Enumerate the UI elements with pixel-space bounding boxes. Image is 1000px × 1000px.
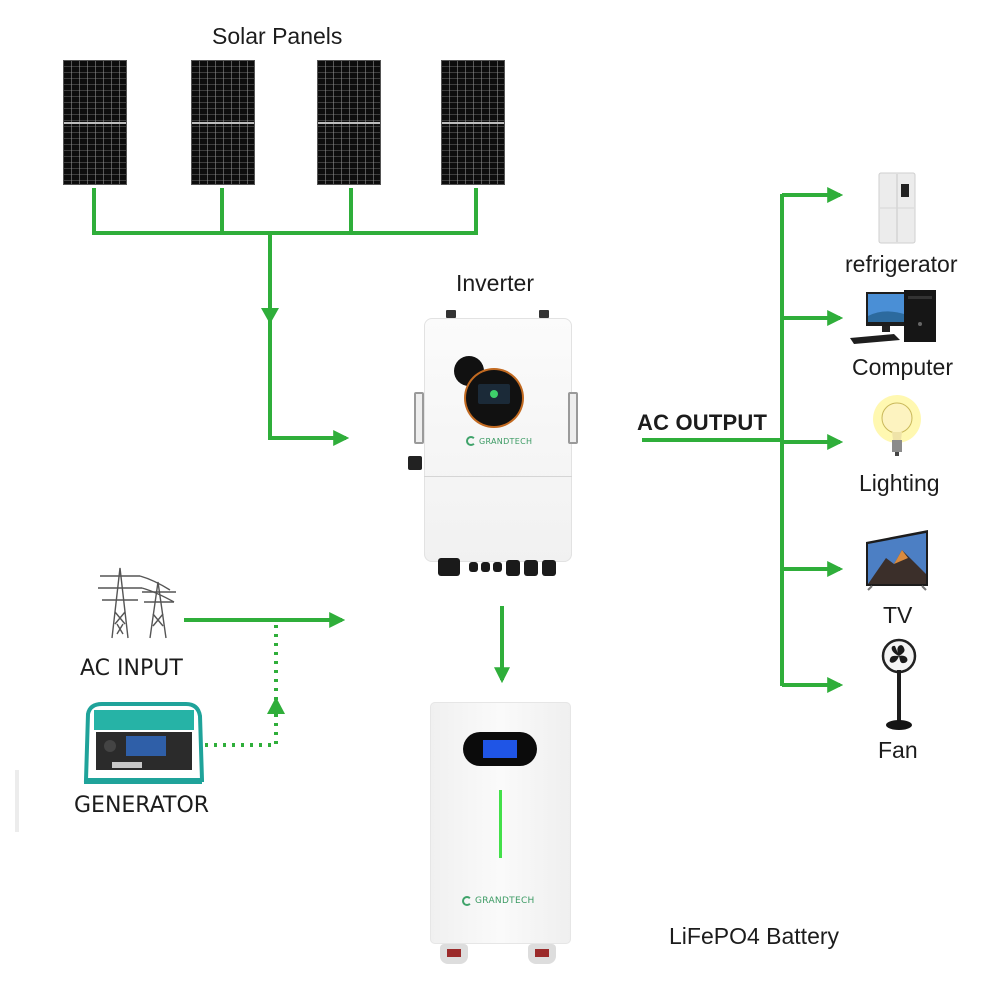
light-bulb-icon (873, 395, 921, 456)
solar-panel-icon (191, 60, 255, 185)
cable-gland-icon (438, 558, 460, 576)
grandtech-logo-icon (466, 436, 476, 446)
battery-brand-logo: GRANDTECH (462, 896, 535, 906)
battery-display-icon (463, 732, 537, 766)
load-label-fan: Fan (878, 737, 918, 763)
computer-icon (850, 290, 936, 344)
inverter-image: GRANDTECH (408, 310, 578, 576)
solar-to-inverter-line (268, 233, 350, 446)
solar-flow-arrowhead (261, 308, 279, 324)
load-label-refrigerator: refrigerator (845, 251, 958, 277)
solar-panel-icon (317, 60, 381, 185)
cable-gland-icon (469, 562, 478, 572)
battery-wheel-icon (440, 944, 468, 964)
load-label-computer: Computer (852, 354, 953, 380)
generator-flow-arrowhead (267, 697, 285, 714)
load-label-lighting: Lighting (859, 470, 940, 496)
handle-icon (568, 392, 578, 444)
inverter-brand-logo: GRANDTECH (466, 436, 532, 446)
generator-label: GENERATOR (74, 793, 210, 818)
power-tower-icon (98, 567, 176, 639)
inverter-divider (424, 476, 572, 477)
cable-gland-icon (542, 560, 556, 576)
battery-label: LiFePO4 Battery (669, 923, 840, 949)
mounting-bracket-icon (539, 310, 549, 318)
ac-input-label: AC INPUT (80, 656, 183, 681)
cable-gland-icon (524, 560, 538, 576)
background-edge-divider (15, 770, 19, 832)
fan-icon (881, 638, 917, 730)
tv-icon (866, 530, 928, 591)
grandtech-logo-icon (462, 896, 472, 906)
inverter-label: Inverter (456, 270, 534, 296)
generator-icon (83, 702, 204, 784)
cable-gland-icon (506, 560, 520, 576)
cable-gland-icon (481, 562, 490, 572)
cable-gland-icon (493, 562, 502, 572)
solar-panel-icon (441, 60, 505, 185)
battery-image: GRANDTECH (430, 702, 571, 944)
battery-status-led (499, 790, 502, 858)
side-connector-icon (408, 456, 422, 470)
battery-wheel-icon (528, 944, 556, 964)
mounting-bracket-icon (446, 310, 456, 318)
solar-panel-icon (63, 60, 127, 185)
handle-icon (414, 392, 424, 444)
load-label-tv: TV (883, 602, 913, 628)
solar-panels-label: Solar Panels (212, 23, 343, 49)
ac-output-label: AC OUTPUT (637, 410, 768, 435)
generator-to-ac-line (205, 712, 278, 747)
inverter-display-icon (466, 370, 522, 426)
refrigerator-icon (878, 172, 916, 244)
